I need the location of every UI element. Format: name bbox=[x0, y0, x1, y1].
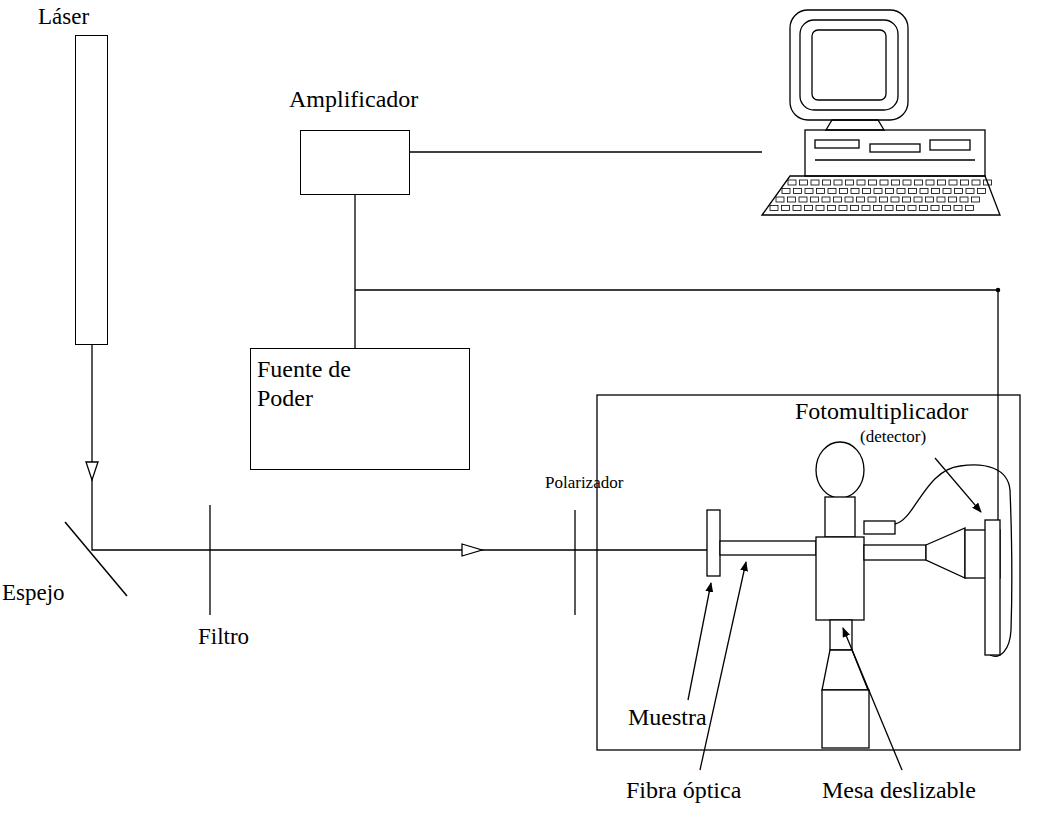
power-supply-box: Fuente de Poder bbox=[250, 348, 470, 470]
fibre-label: Fibra óptica bbox=[626, 777, 741, 803]
table-label: Mesa deslizable bbox=[822, 777, 976, 803]
laser-tube: Láser bbox=[75, 35, 108, 345]
amplifier-box: Amplificador bbox=[300, 130, 410, 195]
node-heading: Láser bbox=[38, 3, 89, 31]
wire-connector bbox=[354, 195, 355, 348]
detector-sublabel: (detector) bbox=[860, 428, 926, 447]
sample-label: Muestra bbox=[628, 704, 707, 730]
detector-label: Fotomultiplicador bbox=[795, 398, 968, 424]
node-heading: Amplificador bbox=[289, 85, 418, 114]
polarizer-label: Polarizador bbox=[545, 474, 623, 493]
filter-label: Filtro bbox=[198, 624, 249, 649]
node-label: Fuente de Poder bbox=[257, 355, 372, 413]
mirror-label: Espejo bbox=[2, 580, 65, 605]
